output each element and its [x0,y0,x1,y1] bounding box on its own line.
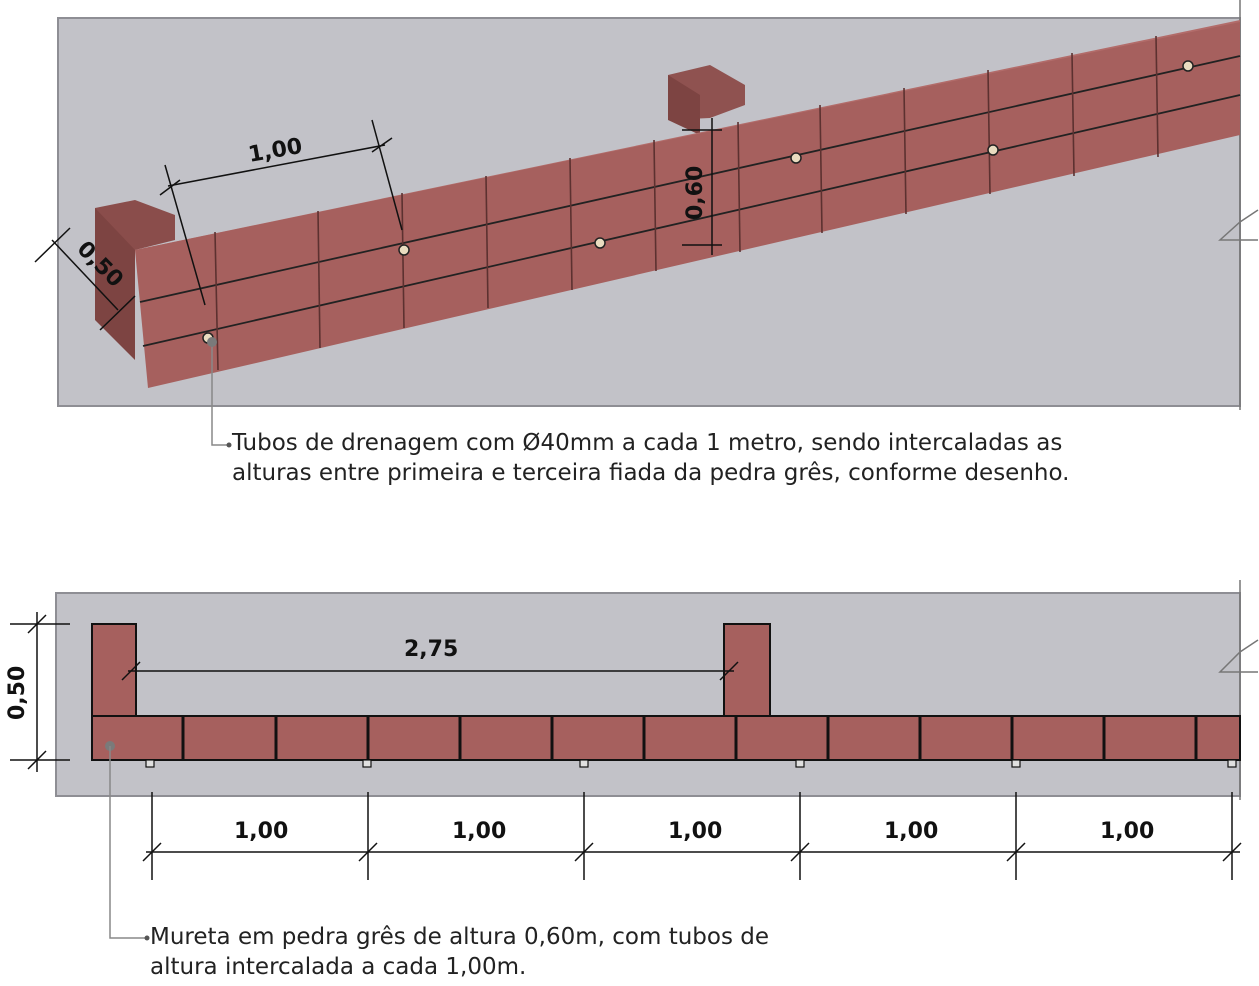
drain-hole [594,237,606,249]
leader-end-top [226,442,232,448]
plan-drain-stubs [145,759,1237,768]
plan-wall [91,715,1241,761]
perspective-view: 1,00 0,60 0,50 [34,0,1259,448]
leader-dot-top [207,337,217,347]
middle-buttress-side [668,75,700,135]
dim-segment-label: 1,00 [668,819,722,844]
dim-segment-label: 1,00 [234,819,288,844]
dim-depth-perspective [34,227,136,331]
leader-end-bottom [144,935,150,941]
dim-depth-plan-label: 0,50 [5,666,30,720]
dim-segment-label: 1,00 [452,819,506,844]
leader-line-bottom [109,746,146,939]
dim-segment-label: 1,00 [884,819,938,844]
course-line-1 [139,55,1241,303]
wall-note-line: altura intercalada a cada 1,00m. [150,954,527,980]
dim-segment-label: 1,00 [1100,819,1154,844]
plan-buttress-left [91,623,137,717]
drain-hole [398,244,410,256]
drain-hole [790,152,802,164]
dim-height-perspective [682,118,722,255]
drain-hole [1182,60,1194,72]
wall-front-face [135,22,1240,388]
drainage-note-line: Tubos de drenagem com Ø40mm a cada 1 met… [232,430,1063,456]
dim-spacing-label: 2,75 [404,637,458,662]
plan-view: 2,75 0,50 1,00 1,00 1,00 [5,580,1259,941]
wall-note: Mureta em pedra grês de altura 0,60m, co… [150,922,769,982]
dim-height-label: 0,60 [683,166,708,220]
drainage-note: Tubos de drenagem com Ø40mm a cada 1 met… [232,428,1069,488]
leader-line-top [211,342,228,446]
drain-hole [987,144,999,156]
break-line-bottom [1218,580,1259,800]
course-line-2 [142,94,1241,347]
left-buttress-side [95,208,135,360]
block-joints [214,35,1159,371]
dim-depth-plan [10,612,70,772]
drainage-note-line: alturas entre primeira e terceira fiada … [232,460,1070,486]
plan-ground-panel [55,592,1241,797]
dim-spacing-plan [121,661,739,681]
dim-width-perspective [159,119,403,306]
dim-segments-plan [142,792,1242,880]
wall-note-line: Mureta em pedra grês de altura 0,60m, co… [150,924,770,950]
plan-wall-joints [181,716,1198,760]
